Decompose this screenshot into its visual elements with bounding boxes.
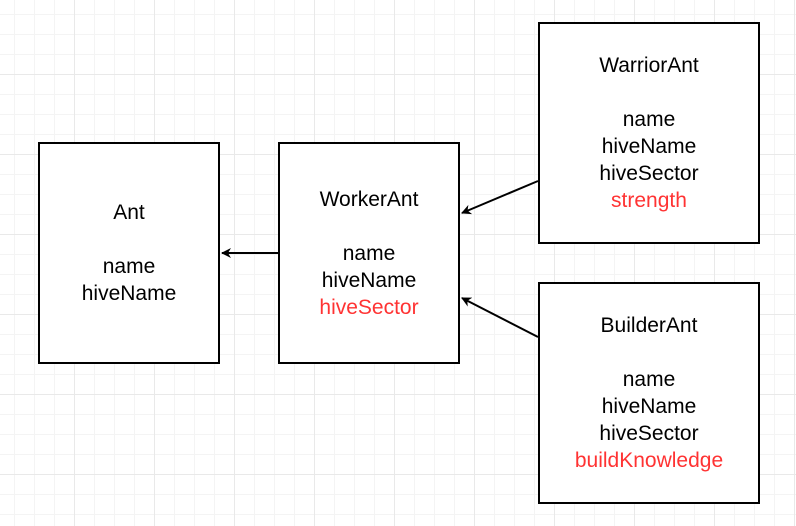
field-name: name bbox=[342, 241, 396, 265]
field-hive-name: hiveName bbox=[601, 135, 697, 158]
field-hive-sector: hiveSector bbox=[319, 295, 419, 319]
field-hive-sector: hiveSector bbox=[599, 422, 699, 445]
field-name: name bbox=[102, 255, 156, 278]
class-box-warrior-ant[interactable]: WarriorAnt name hiveName hiveSector stre… bbox=[538, 22, 760, 244]
field-hive-name: hiveName bbox=[81, 282, 177, 305]
class-title: Ant bbox=[113, 201, 145, 224]
field-build-knowledge: buildKnowledge bbox=[574, 449, 724, 472]
class-box-worker-ant[interactable]: WorkerAnt name hiveName hiveSector bbox=[278, 142, 460, 364]
class-title: WorkerAnt bbox=[319, 187, 419, 211]
class-box-builder-ant[interactable]: BuilderAnt name hiveName hiveSector buil… bbox=[538, 282, 760, 504]
arrow-builder-to-worker bbox=[461, 297, 539, 338]
class-box-ant[interactable]: Ant name hiveName bbox=[38, 142, 220, 364]
field-name: name bbox=[622, 108, 676, 131]
field-hive-sector: hiveSector bbox=[599, 162, 699, 185]
class-title: WarriorAnt bbox=[599, 54, 699, 77]
field-hive-name: hiveName bbox=[601, 395, 697, 418]
class-title: BuilderAnt bbox=[600, 314, 698, 337]
field-strength: strength bbox=[611, 189, 687, 212]
arrow-warrior-to-worker bbox=[461, 180, 539, 215]
field-hive-name: hiveName bbox=[321, 268, 417, 292]
field-name: name bbox=[622, 368, 676, 391]
